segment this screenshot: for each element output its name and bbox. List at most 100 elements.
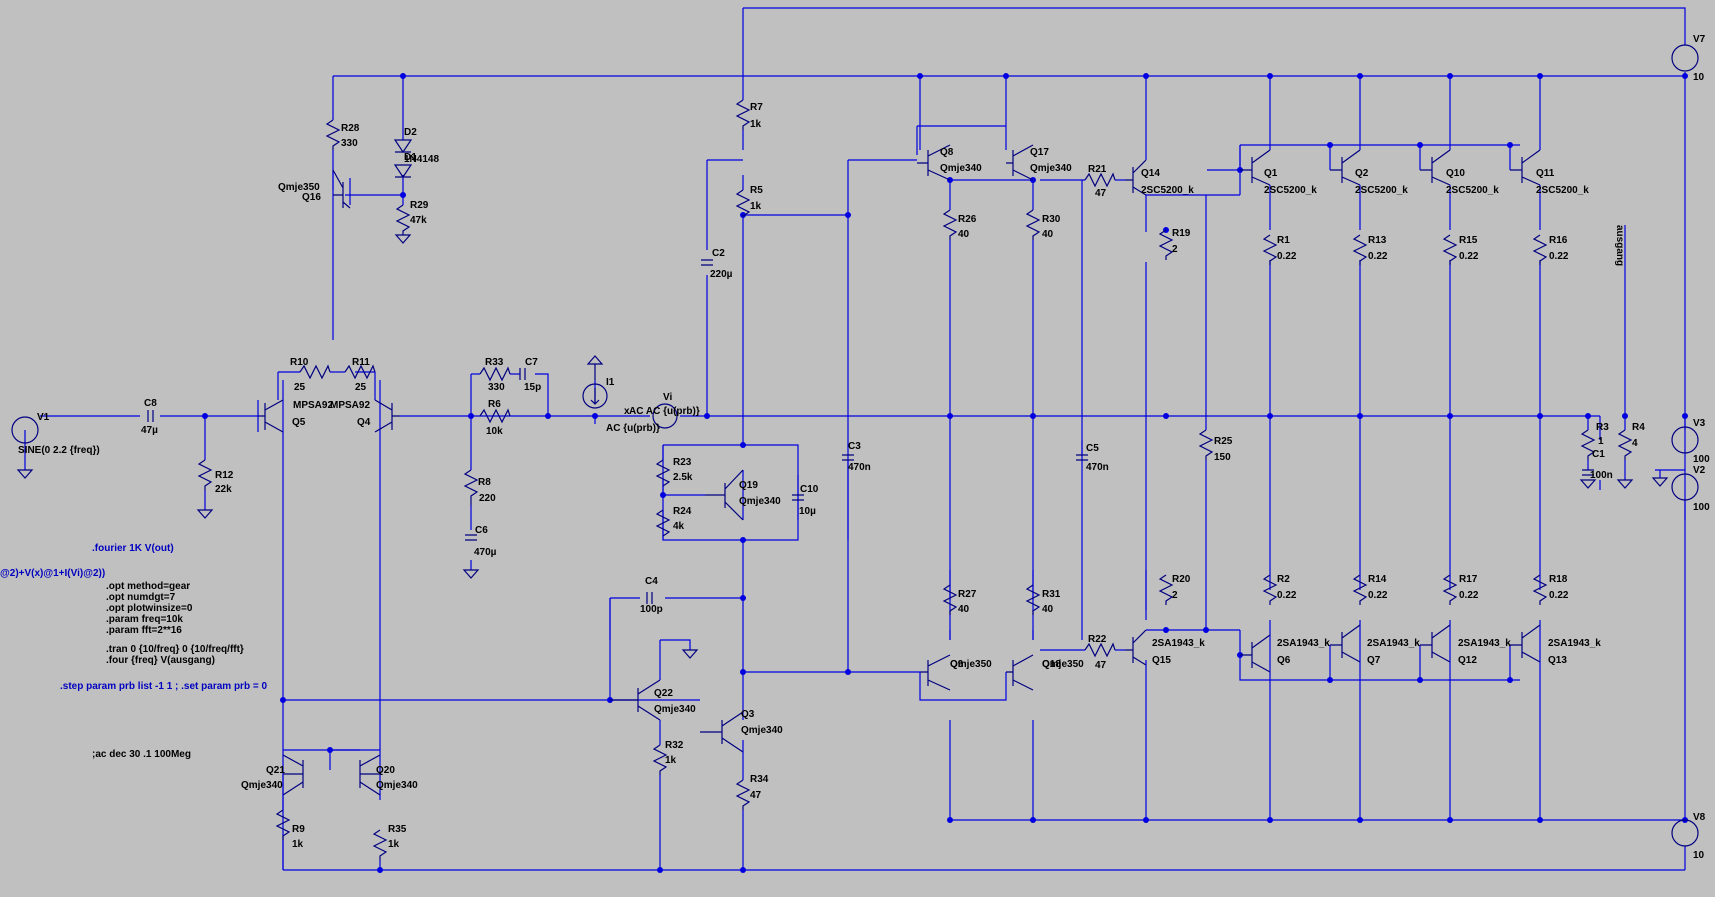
component-ref-q22[interactable]: Q22 (654, 688, 673, 699)
component-ref-q5[interactable]: Q5 (292, 417, 306, 428)
spice-directive[interactable]: .opt method=gear (106, 581, 190, 592)
component-ref-r2[interactable]: R2 (1277, 574, 1290, 585)
component-value-r16[interactable]: 0.22 (1549, 251, 1569, 262)
component-ref-q4[interactable]: Q4 (357, 417, 371, 428)
component-ref-r13[interactable]: R13 (1368, 235, 1387, 246)
component-ref-r5[interactable]: R5 (750, 185, 763, 196)
component-value-v8[interactable]: 10 (1693, 850, 1705, 861)
component-value-q8[interactable]: Qmje340 (940, 163, 982, 174)
component-ref-i1[interactable]: I1 (606, 377, 615, 388)
component-value-v2[interactable]: 100 (1693, 502, 1710, 513)
component-ref-q14[interactable]: Q14 (1141, 168, 1160, 179)
component-ref-r29[interactable]: R29 (410, 200, 429, 211)
spice-directive[interactable]: .tran 0 {10/freq} 0 {10/freq/fft} (106, 644, 244, 655)
component-ref-r9[interactable]: R9 (292, 824, 305, 835)
component-ref-r23[interactable]: R23 (673, 457, 692, 468)
component-value-r9[interactable]: 1k (292, 839, 304, 850)
component-value-r29[interactable]: 47k (410, 215, 427, 226)
component-ref-d1[interactable]: D1 (404, 152, 417, 163)
component-ref-q12[interactable]: Q12 (1458, 655, 1477, 666)
component-value-c1[interactable]: 100n (1590, 470, 1613, 481)
spice-directive[interactable]: .step param prb list -1 1 ; .set param p… (60, 681, 267, 692)
component-ref-r10[interactable]: R10 (290, 357, 309, 368)
component-ref-r35[interactable]: R35 (388, 824, 407, 835)
component-ref-q21[interactable]: Q21 (266, 765, 285, 776)
component-ref-r32[interactable]: R32 (665, 740, 684, 751)
component-value-r28[interactable]: 330 (341, 138, 358, 149)
component-ref-r31[interactable]: R31 (1042, 589, 1061, 600)
component-value-c10[interactable]: 10µ (799, 506, 816, 517)
component-ref-vi[interactable]: Vi (663, 392, 672, 403)
component-value-r33[interactable]: 330 (488, 382, 505, 393)
component-ref-r19[interactable]: R19 (1172, 228, 1191, 239)
component-value-v3[interactable]: 100 (1693, 454, 1710, 465)
component-value-c7[interactable]: 15p (524, 382, 541, 393)
component-ref-c1[interactable]: C1 (1592, 449, 1605, 460)
spice-directive[interactable]: .param fft=2**16 (106, 625, 182, 636)
component-ref-q8[interactable]: Q8 (940, 147, 954, 158)
component-value-q5[interactable]: MPSA92 (293, 400, 333, 411)
component-value-r6[interactable]: 10k (486, 426, 503, 437)
component-ref-q2[interactable]: Q2 (1355, 168, 1369, 179)
component-ref-r30[interactable]: R30 (1042, 214, 1061, 225)
component-value-r10[interactable]: 25 (294, 382, 306, 393)
component-ref-q19[interactable]: Q19 (739, 480, 758, 491)
component-ref-r4[interactable]: R4 (1632, 422, 1645, 433)
component-ref-c4[interactable]: C4 (645, 576, 658, 587)
component-ref-v2[interactable]: V2 (1693, 465, 1706, 476)
component-value-r8[interactable]: 220 (479, 493, 496, 504)
component-ref-c6[interactable]: C6 (475, 525, 488, 536)
component-value-c8[interactable]: 47µ (141, 425, 158, 436)
component-ref-r14[interactable]: R14 (1368, 574, 1387, 585)
component-ref-c2[interactable]: C2 (712, 248, 725, 259)
component-value-c3[interactable]: 470n (848, 462, 871, 473)
component-value-r11[interactable]: 25 (355, 382, 367, 393)
component-value-r18[interactable]: 0.22 (1549, 590, 1569, 601)
component-value-r31[interactable]: 40 (1042, 604, 1054, 615)
component-value-r3[interactable]: 1 (1598, 436, 1604, 447)
component-ref-r28[interactable]: R28 (341, 123, 360, 134)
component-ref-v3[interactable]: V3 (1693, 418, 1706, 429)
component-value-q4[interactable]: MPSA92 (330, 400, 370, 411)
spice-directive[interactable]: .opt plotwinsize=0 (106, 603, 193, 614)
component-ref-r20[interactable]: R20 (1172, 574, 1191, 585)
component-ref-q20[interactable]: Q20 (376, 765, 395, 776)
component-ref-q7[interactable]: Q7 (1367, 655, 1381, 666)
component-value-r30[interactable]: 40 (1042, 229, 1054, 240)
spice-directive[interactable]: .opt numdgt=7 (106, 592, 176, 603)
component-value-q19[interactable]: Qmje340 (739, 496, 781, 507)
component-value-i1[interactable]: AC AC {u(prb)} (629, 406, 700, 417)
component-value-r14[interactable]: 0.22 (1368, 590, 1388, 601)
component-value-r1[interactable]: 0.22 (1277, 251, 1297, 262)
component-ref-v8[interactable]: V8 (1693, 812, 1706, 823)
component-value-q11[interactable]: 2SC5200_k (1536, 185, 1589, 196)
component-ref-r1[interactable]: R1 (1277, 235, 1290, 246)
component-value-q3[interactable]: Qmje340 (741, 725, 783, 736)
component-ref-r18[interactable]: R18 (1549, 574, 1568, 585)
component-ref-r8[interactable]: R8 (478, 477, 491, 488)
component-ref-r21[interactable]: R21 (1088, 164, 1107, 175)
component-ref-v7[interactable]: V7 (1693, 34, 1706, 45)
component-ref-q9[interactable]: Q9 (950, 659, 964, 670)
component-ref-r26[interactable]: R26 (958, 214, 977, 225)
component-value-q22[interactable]: Qmje340 (654, 704, 696, 715)
spice-directive[interactable]: .four {freq} V(ausgang) (106, 655, 215, 666)
component-ref-q11[interactable]: Q11 (1536, 168, 1555, 179)
component-ref-r11[interactable]: R11 (352, 357, 370, 368)
component-value-q18[interactable]: Qmje350 (1042, 659, 1084, 670)
component-ref-r6[interactable]: R6 (488, 399, 501, 410)
component-value-c5[interactable]: 470n (1086, 462, 1109, 473)
component-value-q1[interactable]: 2SC5200_k (1264, 185, 1317, 196)
component-value-r15[interactable]: 0.22 (1459, 251, 1479, 262)
spice-directive[interactable]: .fourier 1K V(out) (92, 543, 174, 554)
component-ref-d2[interactable]: D2 (404, 127, 417, 138)
component-ref-q13[interactable]: Q13 (1548, 655, 1567, 666)
component-ref-r12[interactable]: R12 (215, 470, 234, 481)
component-ref-q1[interactable]: Q1 (1264, 168, 1278, 179)
component-ref-q3[interactable]: Q3 (741, 709, 755, 720)
component-ref-r33[interactable]: R33 (485, 357, 504, 368)
component-value-v7[interactable]: 10 (1693, 72, 1705, 83)
component-value-q7[interactable]: 2SA1943_k (1367, 638, 1420, 649)
component-value-r32[interactable]: 1k (665, 755, 677, 766)
